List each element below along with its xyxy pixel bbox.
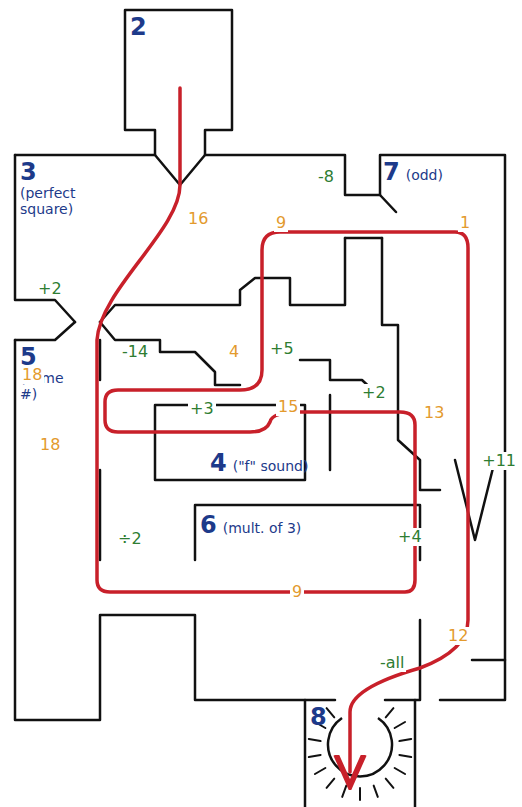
value-label: 4 bbox=[227, 343, 241, 361]
sun-ray bbox=[395, 722, 405, 728]
sun-ray bbox=[327, 779, 335, 788]
value-label: 9 bbox=[290, 583, 304, 601]
operation-label: -all bbox=[378, 654, 406, 672]
operation-label: +5 bbox=[268, 340, 296, 358]
room-number: 2 bbox=[130, 13, 147, 41]
room-label: 4 ("f" sound) bbox=[210, 450, 308, 476]
room-number: 8 bbox=[310, 703, 327, 731]
operation-label: -14 bbox=[120, 343, 150, 361]
value-label: 15 bbox=[276, 398, 300, 416]
room-label: 3(perfect square) bbox=[20, 159, 100, 218]
room-rule: ("f" sound) bbox=[233, 458, 309, 474]
room-label: 7 (odd) bbox=[383, 159, 443, 185]
room-number: 7 bbox=[383, 158, 400, 186]
sun-ray bbox=[315, 768, 325, 774]
room-label: 2 bbox=[130, 14, 147, 40]
sun-ray bbox=[399, 739, 411, 741]
room-number: 3 bbox=[20, 158, 37, 186]
room-label: 8 bbox=[310, 704, 327, 730]
sun-ray bbox=[309, 739, 321, 741]
operation-label: +2 bbox=[36, 280, 64, 298]
sun-ray bbox=[327, 708, 335, 717]
sun-ray bbox=[359, 788, 361, 800]
room-rule: (odd) bbox=[406, 167, 443, 183]
sun-ray bbox=[395, 768, 405, 774]
value-label: 12 bbox=[446, 627, 470, 645]
operation-label: +4 bbox=[396, 528, 424, 546]
sun-ray bbox=[309, 755, 321, 757]
value-label: 18 bbox=[38, 436, 62, 454]
room-rule: (perfect square) bbox=[20, 185, 100, 217]
value-label: 1 bbox=[458, 214, 472, 232]
room-label: 6 (mult. of 3) bbox=[200, 512, 301, 538]
operation-label: ÷2 bbox=[116, 530, 144, 548]
sun-ray bbox=[386, 708, 394, 717]
solution-path bbox=[97, 88, 468, 772]
room-number: 4 bbox=[210, 449, 227, 477]
room-number: 6 bbox=[200, 511, 217, 539]
value-label: 18 bbox=[20, 366, 44, 384]
room-rule: (mult. of 3) bbox=[223, 520, 302, 536]
value-label: 13 bbox=[422, 404, 446, 422]
value-label: 9 bbox=[274, 214, 288, 232]
sun-ray bbox=[342, 786, 346, 797]
sun-ray bbox=[386, 779, 394, 788]
value-label: 16 bbox=[186, 210, 210, 228]
operation-label: +3 bbox=[188, 400, 216, 418]
operation-label: +11 bbox=[480, 452, 518, 470]
operation-label: +2 bbox=[360, 384, 388, 402]
operation-label: -8 bbox=[316, 168, 336, 186]
sun-ray bbox=[399, 755, 411, 757]
sun-ray bbox=[374, 786, 378, 797]
